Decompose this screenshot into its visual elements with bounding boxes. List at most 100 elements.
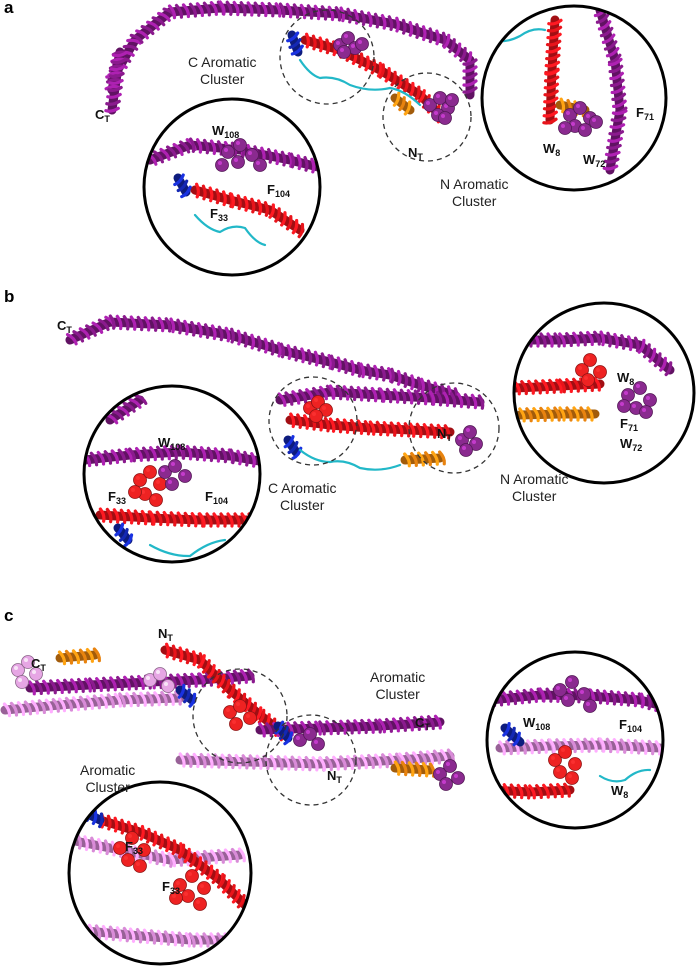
panel-c-dashed-circle-left [192, 668, 288, 764]
panel-a-helix-top-turn [380, 14, 387, 30]
inset-a2-helix-red-turn [544, 60, 561, 68]
inset-b1-helix-blue-turn [118, 527, 129, 542]
panel-b-dashed-circle-c [268, 376, 358, 466]
inset-a1-spheres-sphere [253, 158, 267, 172]
panel-c-w8-label: W8 [611, 784, 628, 800]
panel-b-f33-base: F [108, 489, 116, 504]
panel-b-spheres-c [303, 395, 333, 423]
panel-a-spheres-c-sphere-highlight [340, 48, 344, 52]
panel-c-helix-purple-mid-turn [346, 719, 354, 735]
panel-b-w72-sub: 72 [632, 443, 643, 453]
inset-b2-helix-orange-turn [546, 406, 554, 422]
inset-b1-helix-red-turn [98, 507, 106, 523]
inset-b1-helix-purple2-turn [110, 409, 125, 421]
panel-a-helix-red-turn [305, 32, 310, 49]
inset-a2-spheres-sphere-highlight [576, 104, 580, 108]
inset-c2-helix-red-turn [556, 783, 564, 798]
panel-b-helix-top-turn [396, 369, 402, 386]
panel-c-helix-pink-mid-turn [269, 755, 277, 771]
panel-c-helix-pink-mid [175, 748, 455, 772]
inset-b2-spheres-purple-sphere-highlight [642, 408, 646, 412]
inset-b2-spheres-purple-sphere-highlight [636, 384, 640, 388]
panel-c-helix-pink-left-turn [23, 700, 33, 716]
panel-b-helix-top-turn [416, 376, 422, 393]
inset-a1-spheres [215, 138, 267, 172]
inset-c2-helix-purple-turn [545, 687, 553, 703]
panel-c-helix-purple-mid-turn [419, 715, 428, 731]
inset-c1-helix-red-turn [206, 864, 214, 880]
panel-c-helix-purple-mid-turn [339, 719, 347, 735]
panel-b-helix-top-turn [373, 364, 380, 381]
inset-b1-spheres-red-sphere-highlight [136, 476, 140, 480]
inset-c2-helix-pink-turn [612, 738, 620, 754]
panel-c-helix-orange-top-turn [57, 650, 67, 666]
panel-c-helix-pink-left-turn [64, 696, 74, 712]
inset-c2-helix-pink-turn [619, 738, 627, 754]
panel-b-helix-top-turn [286, 344, 292, 361]
panel-b-helix-top-turn [387, 367, 393, 383]
panel-a-helix-ct-turn [104, 106, 120, 113]
inset-b1-spheres-red-sphere-highlight [152, 496, 156, 500]
panel-b-helix-top-turn [300, 347, 306, 364]
panel-a-nt-sub: T [417, 152, 423, 162]
inset-c1-helix-pink-turn [90, 836, 96, 853]
panel-a-helix-red-turn [390, 70, 397, 87]
panel-c-helix-purple-left-turn [42, 679, 50, 695]
panel-a-helix-top-turn [267, 2, 275, 18]
inset-a2-helix-red-turn [545, 39, 562, 47]
panel-a-nt-label: NT [408, 146, 423, 162]
panel-b-helix-top-turn [197, 322, 203, 338]
inset-b1-helix-red-turn [140, 509, 148, 526]
inset-a2-helix-red-turn [546, 25, 563, 33]
panel-c-f104-sub: 104 [626, 724, 642, 734]
inset-a1-spheres-sphere [231, 155, 245, 169]
inset-b2-spheres-red-sphere [593, 365, 607, 379]
panel-b-helix-top-turn [350, 360, 356, 376]
panel-c-helix-pink-mid-turn [290, 755, 298, 771]
panel-b-helix-red-turn [389, 421, 397, 437]
inset-b1-helix-purple-turn [124, 447, 133, 463]
panel-b-dashed-circle-n [408, 382, 500, 474]
panel-a-helix-ct-turn [107, 85, 123, 92]
panel-c-aromatic-cluster-right-label: Aromatic Cluster [370, 669, 425, 703]
panel-c-w108-sub: 108 [535, 722, 551, 732]
inset-c1-helix-pink2-turn [73, 922, 81, 938]
inset-c2-helix-purple-turn [609, 690, 617, 706]
panel-b-helix-top-turn [410, 374, 415, 391]
inset-b2-helix-orange-turn [572, 406, 580, 422]
panel-c-helix-pink-left-turn [99, 693, 108, 709]
inset-a2-helix-purple-turn [597, 20, 612, 31]
panel-b-helix-orange-turn [417, 451, 425, 467]
inset-a2-helix-purple-turn [611, 109, 628, 116]
panel-c-helix-pink-mid-turn [339, 755, 347, 771]
inset-b2-spheres-purple [617, 381, 657, 419]
inset-c2-spheres-purple [553, 675, 597, 713]
inset-b2-helix-purple [515, 330, 675, 377]
inset-c2-helix-purple-turn [660, 698, 663, 714]
panel-c-helix-pink-left-turn [51, 697, 60, 713]
inset-b1-spheres-purple [158, 459, 192, 491]
panel-b-helix-top-turn [279, 342, 286, 359]
panel-b-helix-top-turn [97, 318, 110, 332]
panel-c-spheres-purple-right-sphere-highlight [446, 762, 450, 766]
panel-b-n-cluster-line1: N Aromatic [500, 471, 569, 487]
panel-a-helix-top-turn [373, 12, 380, 29]
inset-a2-helix-red-turn [545, 46, 561, 54]
panel-b-helix-upper-turn [298, 389, 308, 404]
panel-b-helix-top-turn [313, 350, 320, 367]
panel-a-f71-sub: 71 [643, 112, 654, 122]
inset-a2-helix-red-turn [544, 68, 560, 76]
panel-c-helix-pink-left-turn [113, 692, 122, 708]
inset-a2-helix-purple-turn [603, 157, 620, 164]
panel-a-helix-top-turn [146, 20, 160, 31]
panel-c-nt-mid-sub: T [336, 775, 342, 785]
inset-a1-helix-purple-turn [303, 155, 309, 172]
panel-a-helix-top-turn [225, 0, 233, 16]
inset-c2-loop-cyan-trace [598, 768, 652, 783]
panel-c-helix-pink-left-turn [2, 702, 12, 718]
inset-c2-spheres-red-sphere-highlight [556, 768, 560, 772]
inset-a1-helix-purple-turn [172, 142, 184, 156]
inset-a2-helix-red-turn [543, 82, 560, 90]
inset-c1-spheres-red-b-sphere [193, 897, 207, 911]
panel-c-helix-pink-left-turn [78, 695, 88, 711]
